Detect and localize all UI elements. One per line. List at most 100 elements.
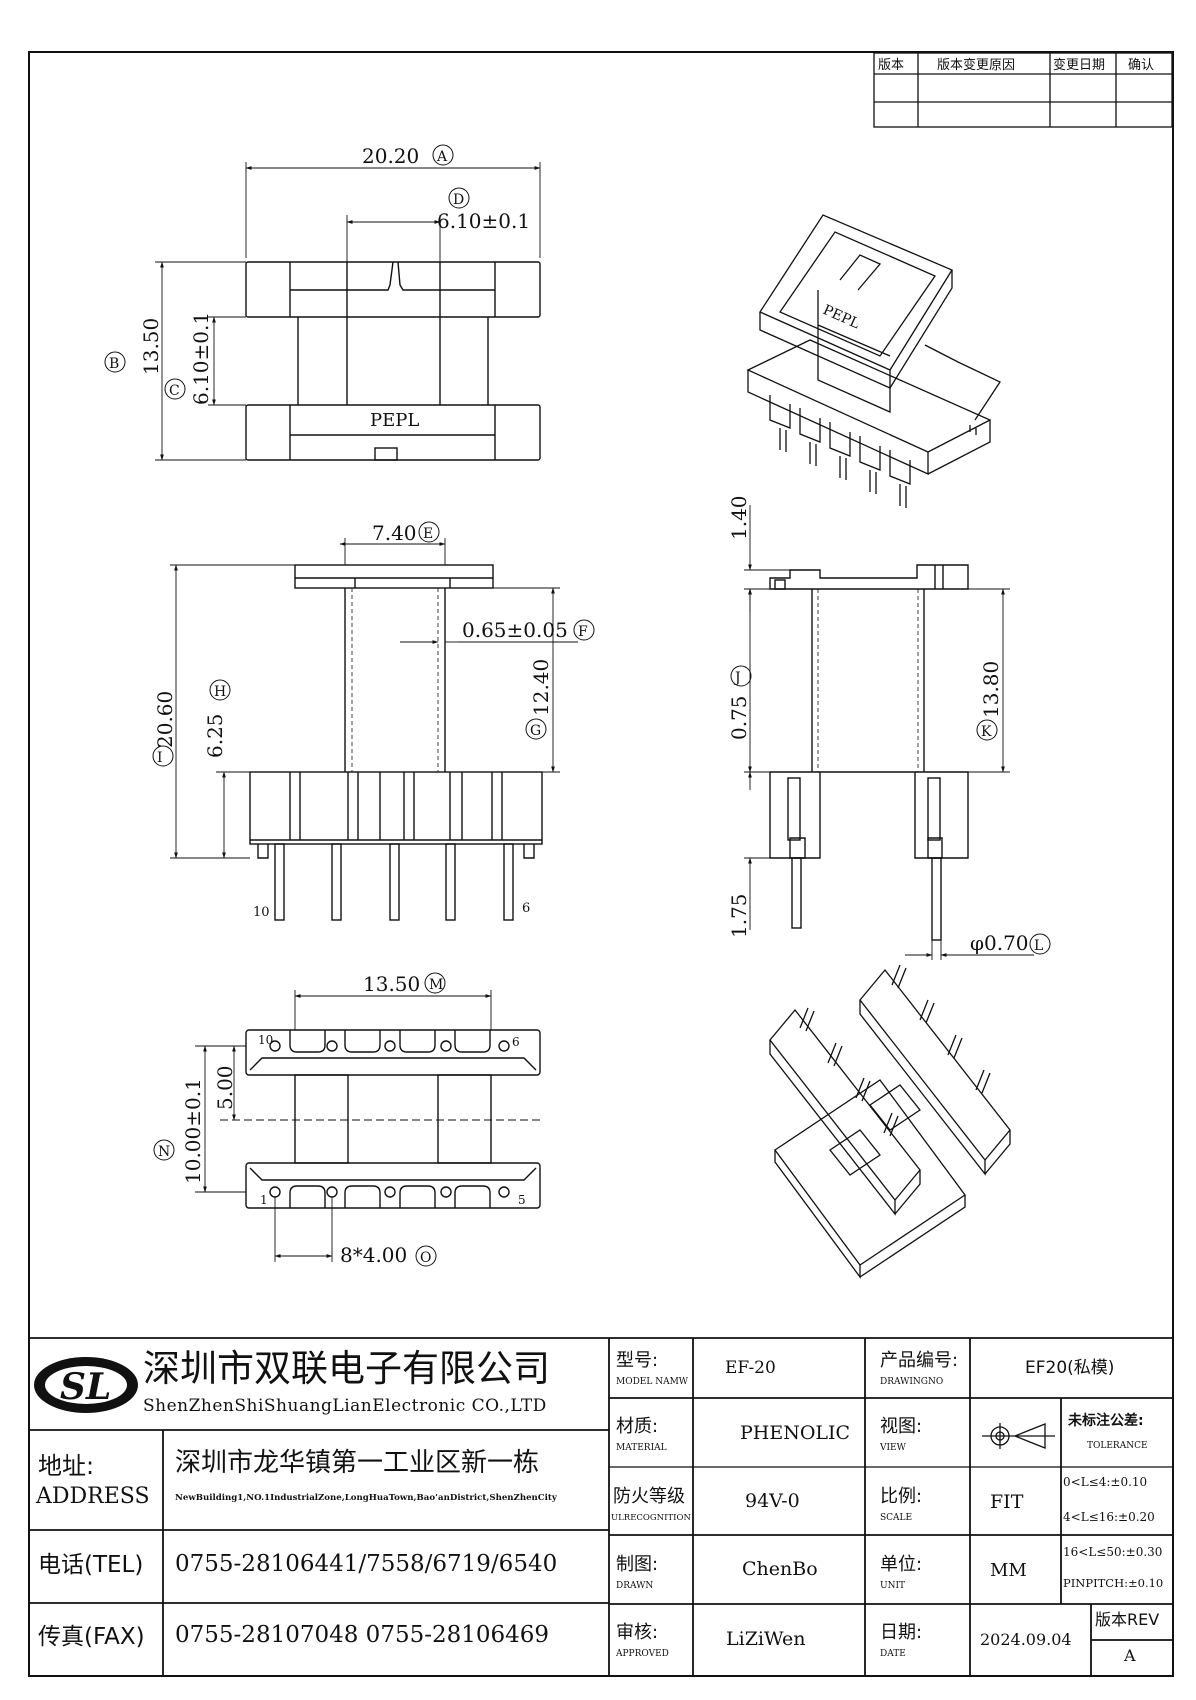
view-label-en: VIEW — [880, 1443, 906, 1453]
company-name-en: ShenZhenShiShuangLianElectronic CO.,LTD — [143, 1396, 547, 1416]
isometric-view-bottom — [769, 964, 1011, 1279]
model-value: EF-20 — [725, 1358, 776, 1378]
scale-label-en: SCALE — [880, 1513, 913, 1523]
rev-table-header-version: 版本 — [878, 58, 904, 73]
dim-H-label: H — [214, 684, 226, 700]
scale-label-cn: 比例: — [880, 1486, 923, 1507]
isometric-view-top: PEPL — [746, 214, 1001, 508]
address-label-cn: 地址: — [38, 1452, 95, 1480]
company-logo: SL — [34, 1357, 138, 1413]
dim-side-top-value: 1.40 — [727, 495, 751, 540]
material-label-cn: 材质: — [616, 1416, 659, 1437]
tolerance-label-en: TOLERANCE — [1087, 1441, 1148, 1451]
top-view-body-mark: PEPL — [370, 410, 419, 431]
front-view: 10 6 7.40 E 0.65±0.05 F 12.40 G 6.25 H 2 — [152, 521, 595, 921]
tolerance-item: PINPITCH:±0.10 — [1063, 1576, 1164, 1590]
dim-K-value: 13.80 — [979, 661, 1003, 718]
dim-D-label: D — [453, 192, 464, 208]
dim-I-label: I — [157, 750, 163, 766]
front-pin-label-right: 6 — [522, 901, 530, 916]
fax-label: 传真(FAX) — [38, 1624, 145, 1650]
fire-label-cn: 防火等级 — [613, 1486, 685, 1507]
drawing-frame — [28, 51, 1174, 1677]
date-label-en: DATE — [880, 1649, 906, 1659]
dim-B-value: 13.50 — [139, 318, 163, 375]
dim-O-value: 8*4.00 — [340, 1243, 407, 1267]
dim-D-value: 6.10±0.1 — [437, 209, 530, 233]
dim-A-label: A — [436, 149, 448, 165]
dim-L-label: L — [1034, 938, 1043, 954]
dim-M-value: 13.50 — [363, 972, 420, 996]
revision-table: 版本 版本变更原因 变更日期 确认 — [873, 52, 1173, 128]
dim-N-label: N — [158, 1144, 170, 1160]
drawn-label-cn: 制图: — [616, 1554, 659, 1575]
rev-value: A — [1124, 1646, 1136, 1665]
side-view: 1.40 0.75 J 13.80 K 1.75 φ0.70 L — [727, 495, 1051, 960]
dim-half-value: 5.00 — [213, 1065, 237, 1110]
dim-H-value: 6.25 — [203, 713, 227, 758]
date-label-cn: 日期: — [880, 1622, 923, 1643]
dim-M-label: M — [429, 977, 443, 993]
dim-side-bottom-value: 1.75 — [727, 893, 751, 938]
bottom-view: 10 6 1 5 13.50 M 5.00 10.00±0.1 N — [153, 972, 541, 1267]
iso-body-mark: PEPL — [820, 302, 862, 332]
dim-J-label: J — [733, 670, 741, 686]
bottom-pin-label-top-right: 6 — [512, 1035, 520, 1049]
material-value: PHENOLIC — [740, 1422, 851, 1444]
drawn-value: ChenBo — [742, 1558, 818, 1580]
bottom-pin-label-top-left: 10 — [258, 1033, 273, 1047]
dim-G-value: 12.40 — [529, 659, 553, 716]
drawing-no-value: EF20(私模) — [1025, 1358, 1115, 1378]
projection-symbol-icon — [982, 1423, 1055, 1449]
unit-label-en: UNIT — [880, 1581, 906, 1591]
dim-B-label: B — [109, 356, 119, 372]
model-label-en: MODEL NAMW — [616, 1377, 689, 1387]
drawing-no-label-cn: 产品编号: — [880, 1350, 959, 1371]
dim-J-value: 0.75 — [727, 695, 751, 740]
dim-F-label: F — [578, 624, 588, 640]
drawn-label-en: DRAWN — [616, 1581, 654, 1591]
tolerance-item: 4<L≤16:±0.20 — [1063, 1510, 1155, 1524]
dim-A-value: 20.20 — [362, 144, 419, 168]
fire-label-en: ULRECOGNITION — [611, 1513, 691, 1523]
approved-value: LiZiWen — [726, 1628, 806, 1650]
rev-table-header-date: 变更日期 — [1053, 57, 1105, 73]
scale-value: FIT — [990, 1491, 1024, 1513]
dim-O-label: O — [420, 1250, 431, 1266]
dim-L-value: φ0.70 — [970, 931, 1029, 955]
approved-label-en: APPROVED — [616, 1649, 669, 1659]
fire-value: 94V-0 — [745, 1490, 800, 1512]
tolerance-label-cn: 未标注公差: — [1068, 1413, 1144, 1429]
model-label-cn: 型号: — [616, 1350, 659, 1371]
address-en: NewBuilding1,NO.1IndustrialZone,LongHuaT… — [175, 1493, 557, 1503]
approved-label-cn: 审核: — [616, 1622, 659, 1643]
dim-I-value: 20.60 — [153, 691, 177, 748]
view-label-cn: 视图: — [880, 1416, 923, 1437]
rev-table-header-confirm: 确认 — [1128, 58, 1154, 73]
unit-label-cn: 单位: — [880, 1554, 923, 1575]
tolerance-item: 16<L≤50:±0.30 — [1063, 1545, 1163, 1559]
tolerance-item: 0<L≤4:±0.10 — [1063, 1475, 1148, 1489]
tel-label: 电话(TEL) — [38, 1552, 144, 1578]
dim-K-label: K — [981, 724, 992, 740]
dim-F-value: 0.65±0.05 — [462, 618, 568, 642]
address-label-en: ADDRESS — [36, 1484, 150, 1509]
dim-N-value: 10.00±0.1 — [181, 1078, 205, 1184]
logo-text: SL — [60, 1366, 111, 1408]
dim-C-value: 6.10±0.1 — [189, 312, 213, 405]
material-label-en: MATERIAL — [616, 1443, 667, 1453]
dim-E-label: E — [423, 526, 433, 542]
company-name-cn: 深圳市双联电子有限公司 — [143, 1347, 550, 1390]
unit-value: MM — [990, 1560, 1027, 1581]
rev-table-header-reason: 版本变更原因 — [937, 57, 1015, 73]
bottom-pin-label-bottom-right: 5 — [518, 1193, 526, 1207]
fax-value: 0755-28107048 0755-28106469 — [175, 1622, 550, 1648]
tel-value: 0755-28106441/7558/6719/6540 — [175, 1551, 558, 1577]
title-block — [29, 1337, 1173, 1676]
top-view: PEPL 20.20 A 6.10±0.1 D 13.50 B 6.10±0.1… — [104, 144, 541, 461]
address-cn: 深圳市龙华镇第一工业区新一栋 — [175, 1448, 540, 1478]
front-pin-label-left: 10 — [253, 905, 270, 920]
date-value: 2024.09.04 — [980, 1630, 1072, 1649]
dim-G-label: G — [530, 723, 541, 739]
